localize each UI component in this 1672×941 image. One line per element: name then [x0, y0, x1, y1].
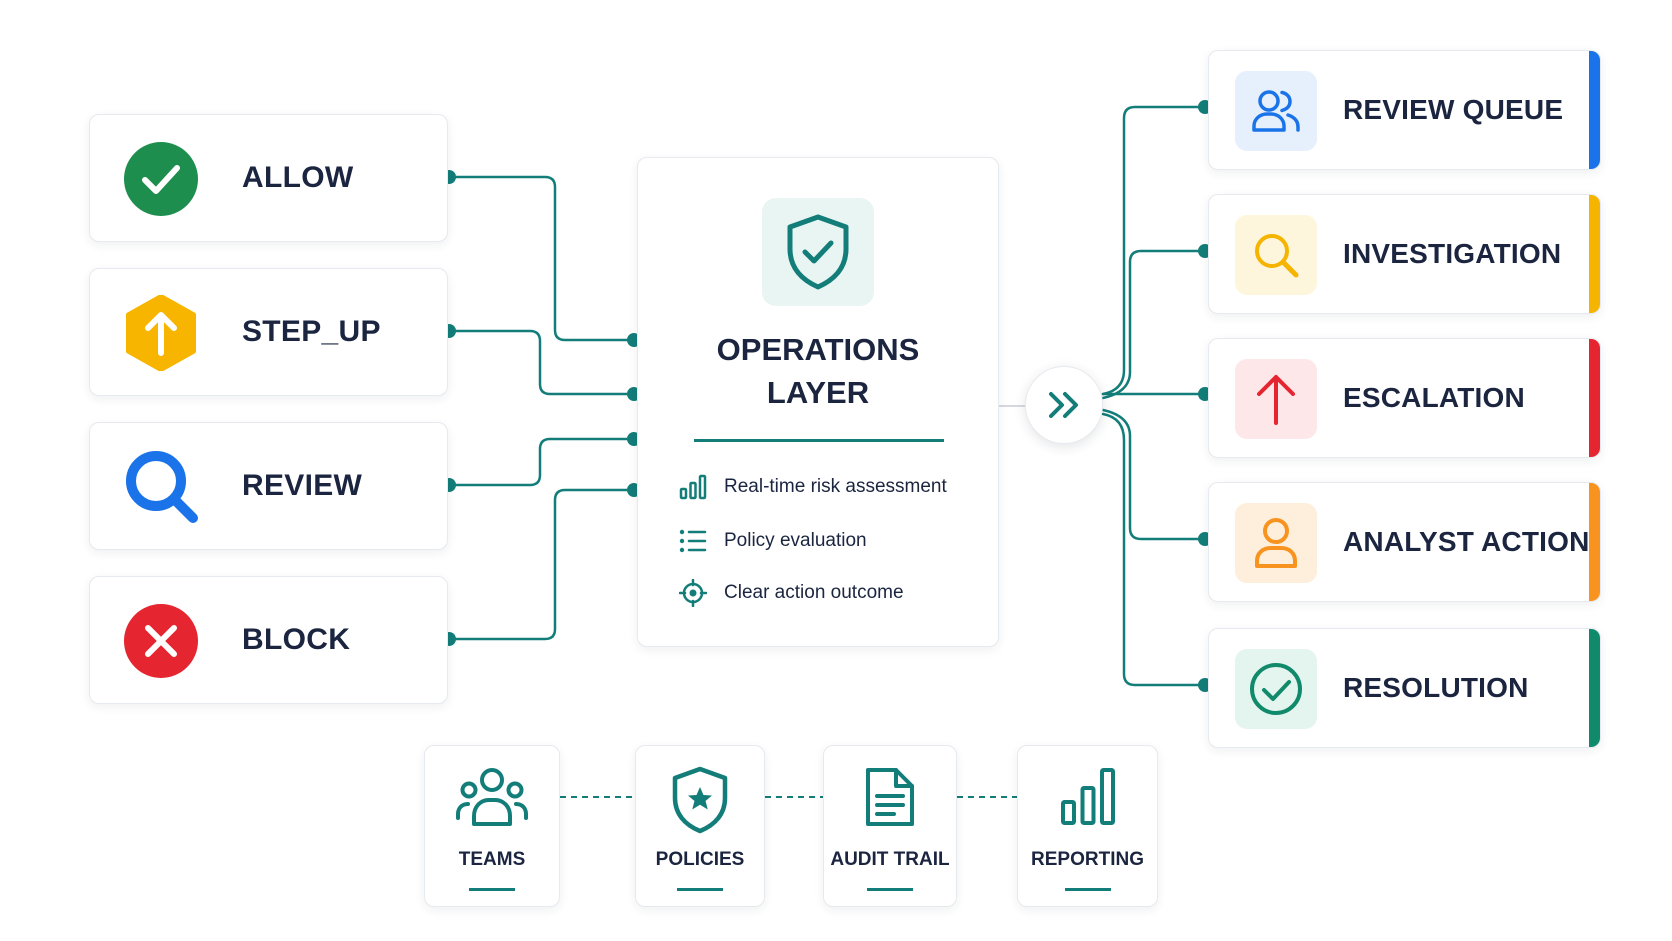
- check-circle-icon: [1235, 649, 1317, 729]
- connector-investigation: [1101, 249, 1207, 400]
- feature-text: Policy evaluation: [724, 530, 867, 551]
- arrow-up-hexagon-icon: [123, 294, 199, 372]
- workflow-label: RESOLUTION: [1343, 672, 1529, 703]
- user-icon: [1235, 503, 1317, 583]
- check-circle-icon: [123, 141, 199, 217]
- feature-item: Clear action outcome: [678, 578, 904, 608]
- foundation-label: TEAMS: [458, 849, 526, 870]
- workflow-card-analyst-action[interactable]: ANALYST ACTION: [1208, 482, 1601, 602]
- x-circle-icon: [123, 603, 199, 679]
- accent-bar: [1589, 195, 1600, 313]
- users-icon: [1235, 71, 1317, 151]
- foundation-card-teams[interactable]: TEAMS: [424, 745, 560, 907]
- operations-layer-card[interactable]: OPERATIONS LAYER Real-time risk assessme…: [637, 157, 999, 647]
- accent-bar: [1589, 51, 1600, 169]
- feature-text: Clear action outcome: [724, 582, 904, 603]
- document-icon: [824, 766, 956, 836]
- connector-step-up: [447, 329, 636, 396]
- target-icon: [678, 578, 708, 608]
- connector-resolution: [1101, 412, 1207, 687]
- decision-card-allow[interactable]: ALLOW: [89, 114, 448, 242]
- operations-title: OPERATIONS LAYER: [638, 328, 998, 414]
- feature-item: Policy evaluation: [678, 526, 867, 556]
- workflow-label: REVIEW QUEUE: [1343, 94, 1564, 125]
- shield-check-icon: [762, 198, 874, 306]
- bar-chart-icon: [1018, 766, 1157, 836]
- connector-review-queue: [1101, 105, 1207, 396]
- workflow-card-review-queue[interactable]: REVIEW QUEUE: [1208, 50, 1601, 170]
- feature-text: Real-time risk assessment: [724, 476, 947, 497]
- connector-block: [447, 488, 636, 641]
- accent-bar: [1589, 483, 1600, 601]
- decision-label: BLOCK: [242, 623, 351, 656]
- workflow-label: ANALYST ACTION: [1343, 526, 1590, 557]
- workflow-label: ESCALATION: [1343, 382, 1525, 413]
- label-underline: [867, 888, 913, 891]
- connector-review: [447, 437, 636, 487]
- title-line-2: LAYER: [766, 375, 870, 410]
- title-line-1: OPERATIONS: [716, 332, 920, 367]
- search-icon: [1235, 215, 1317, 295]
- magnifier-icon: [123, 449, 199, 525]
- arrow-up-icon: [1235, 359, 1317, 439]
- title-divider: [694, 439, 944, 442]
- accent-bar: [1589, 629, 1600, 747]
- decision-card-block[interactable]: BLOCK: [89, 576, 448, 704]
- decision-card-review[interactable]: REVIEW: [89, 422, 448, 550]
- decision-card-step-up[interactable]: STEP_UP: [89, 268, 448, 396]
- foundation-card-reporting[interactable]: REPORTING: [1017, 745, 1158, 907]
- connector-allow: [447, 175, 636, 342]
- hub-node[interactable]: [1025, 366, 1103, 444]
- foundation-label: POLICIES: [655, 849, 745, 870]
- team-icon: [425, 766, 559, 836]
- list-icon: [678, 526, 708, 556]
- workflow-card-investigation[interactable]: INVESTIGATION: [1208, 194, 1601, 314]
- workflow-label: INVESTIGATION: [1343, 238, 1562, 269]
- label-underline: [469, 888, 515, 891]
- decision-label: STEP_UP: [242, 315, 381, 348]
- label-underline: [1064, 888, 1111, 891]
- label-underline: [677, 888, 723, 891]
- foundation-label: REPORTING: [1031, 849, 1144, 870]
- decision-label: ALLOW: [242, 161, 354, 194]
- shield-star-icon: [636, 766, 764, 836]
- workflow-card-resolution[interactable]: RESOLUTION: [1208, 628, 1601, 748]
- foundation-label: AUDIT TRAIL: [830, 849, 950, 870]
- decision-label: REVIEW: [242, 469, 363, 502]
- accent-bar: [1589, 339, 1600, 457]
- double-chevron-right-icon: [1049, 392, 1078, 418]
- workflow-card-escalation[interactable]: ESCALATION: [1208, 338, 1601, 458]
- foundation-card-policies[interactable]: POLICIES: [635, 745, 765, 907]
- feature-item: Real-time risk assessment: [678, 472, 947, 502]
- foundation-card-audit-trail[interactable]: AUDIT TRAIL: [823, 745, 957, 907]
- bar-chart-icon: [678, 472, 708, 502]
- connector-analyst-action: [1101, 408, 1207, 541]
